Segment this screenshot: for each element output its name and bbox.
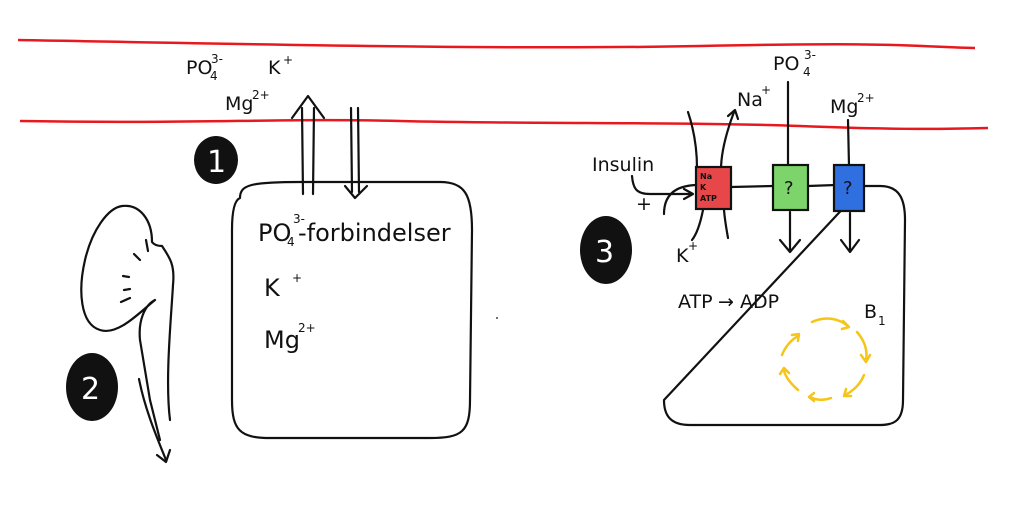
svg-text:Insulin: Insulin: [592, 154, 654, 176]
svg-text:+: +: [688, 239, 698, 253]
svg-text:PO: PO: [773, 53, 799, 75]
svg-text:B: B: [864, 301, 877, 323]
ureter-arrow: [137, 377, 172, 464]
vessel-wall-top: [17, 38, 976, 50]
step-1-number: 1: [207, 145, 226, 180]
na-k-atpase-pump: Na K ATP: [686, 108, 740, 242]
svg-text:ATP: ATP: [678, 291, 713, 313]
svg-text:Na: Na: [737, 89, 763, 111]
svg-text:Na: Na: [700, 172, 712, 181]
vessel-wall-bottom: [19, 118, 989, 131]
svg-text:Mg: Mg: [264, 326, 300, 354]
svg-text:+: +: [283, 53, 293, 67]
svg-text:4: 4: [210, 69, 218, 83]
step-2-badge: [66, 353, 118, 421]
step-3-badge: [580, 216, 632, 284]
svg-text:3-: 3-: [293, 212, 305, 226]
svg-text:ATP: ATP: [700, 194, 717, 203]
label-magnesium-in: Mg 2+: [830, 91, 875, 118]
cell-1-potassium: K +: [264, 271, 302, 302]
label-phosphate-in: PO 4 3-: [773, 48, 816, 79]
svg-text:4: 4: [803, 65, 811, 79]
label-sodium-out: Na +: [737, 83, 771, 111]
svg-text:PO: PO: [186, 57, 212, 79]
svg-text:-forbindelser: -forbindelser: [298, 219, 451, 247]
kidney-outline: [80, 204, 175, 442]
vessel-ion-magnesium: Mg 2+: [225, 88, 270, 115]
step-3-number: 3: [595, 235, 614, 270]
svg-text:3-: 3-: [211, 52, 223, 66]
kidney-hilum-marks: [119, 238, 150, 304]
svg-text:4: 4: [287, 235, 295, 249]
svg-text:2+: 2+: [298, 321, 316, 335]
svg-text:+: +: [292, 271, 302, 285]
insulin-plus: +: [636, 193, 652, 215]
uptake-arrow: [290, 94, 326, 196]
label-vitamin-b1: B 1: [864, 301, 886, 328]
svg-text:→: →: [718, 291, 734, 313]
phosphate-transporter: ?: [771, 80, 810, 254]
svg-text:2+: 2+: [252, 88, 270, 102]
svg-text:K: K: [264, 274, 281, 302]
cell-1-membrane: [230, 180, 474, 440]
svg-text:3-: 3-: [804, 48, 816, 62]
release-arrow: [343, 106, 369, 200]
svg-text:Mg: Mg: [225, 93, 253, 115]
b1-cycle-arrows: [778, 317, 872, 403]
svg-text:ADP: ADP: [740, 291, 779, 313]
stray-dot: [496, 317, 498, 319]
svg-text:?: ?: [784, 178, 794, 199]
step-2-number: 2: [81, 372, 100, 407]
vessel-ion-phosphate: PO 4 3-: [186, 52, 223, 83]
svg-text:PO: PO: [258, 219, 291, 247]
svg-text:1: 1: [878, 314, 886, 328]
insulin-signal: Insulin +: [592, 154, 695, 215]
svg-text:Mg: Mg: [830, 96, 858, 118]
svg-text:?: ?: [843, 178, 853, 199]
vessel-ion-potassium: K +: [268, 53, 293, 79]
svg-text:2+: 2+: [857, 91, 875, 105]
label-potassium-in: K +: [676, 239, 698, 267]
svg-text:+: +: [761, 83, 771, 97]
svg-text:K: K: [700, 183, 707, 192]
cell-1-phosphate-compounds: PO 4 3- -forbindelser: [258, 212, 451, 249]
cell-1-magnesium: Mg 2+: [264, 321, 316, 354]
svg-text:K: K: [268, 57, 281, 79]
step-1-badge: [194, 136, 238, 184]
svg-text:K: K: [676, 245, 689, 267]
atp-adp-reaction: ATP → ADP: [678, 291, 779, 313]
magnesium-transporter: ?: [832, 118, 866, 254]
